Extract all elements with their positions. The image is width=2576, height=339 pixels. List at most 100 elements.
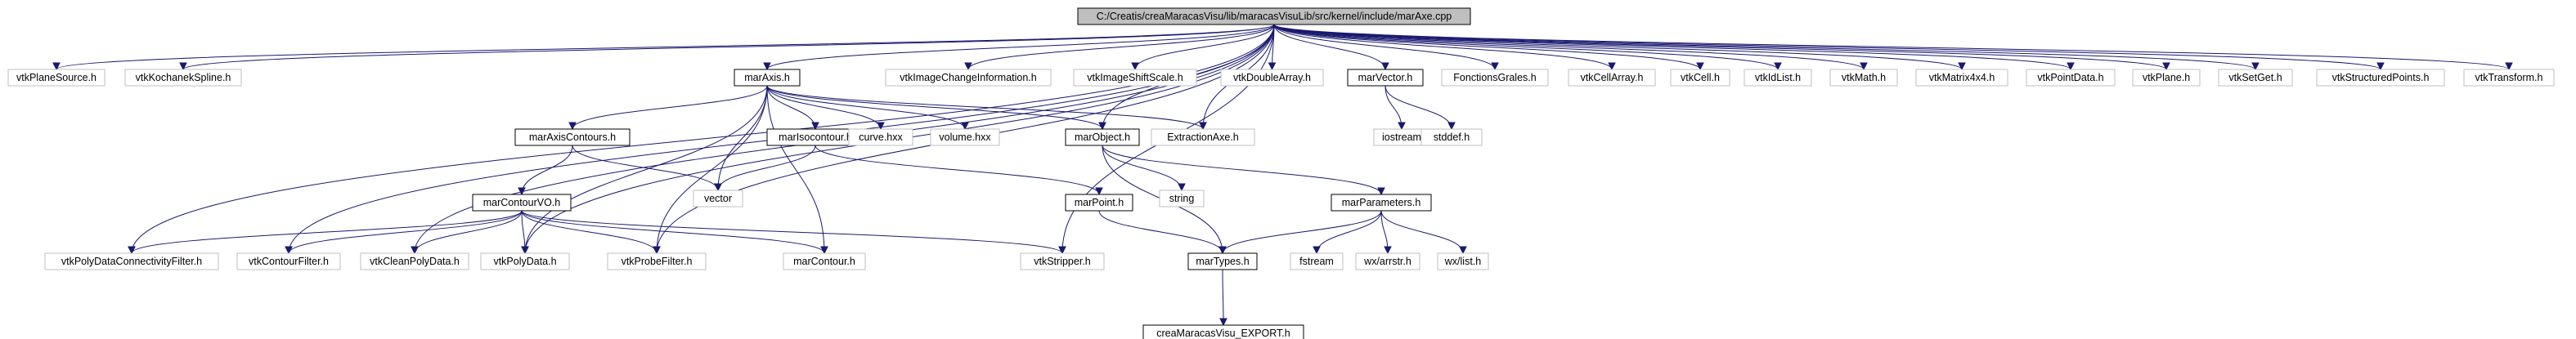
node-layer: C:/Creatis/creaMaracasVisu/lib/maracasVi…	[7, 7, 2555, 339]
node-box	[2316, 69, 2445, 87]
node-box	[885, 69, 1052, 87]
node-label: vtkPolyDataConnectivityFilter.h	[61, 256, 202, 267]
arrowhead	[179, 62, 187, 71]
edge-marParameters-to-fstream	[1316, 210, 1382, 254]
node-label: vtkTransform.h	[2475, 72, 2543, 83]
edge-marAxisContours-to-vector	[572, 145, 719, 191]
edge-root-to-vtkIdList	[1273, 24, 1779, 70]
node-label: creaMaracasVisu_EXPORT.h	[1156, 328, 1290, 339]
node-box	[1142, 324, 1304, 339]
arrowhead	[1313, 246, 1321, 255]
node-vtkCleanPolyData: vtkCleanPolyData.h	[360, 252, 469, 270]
node-label: marPoint.h	[1075, 197, 1124, 208]
node-marIsocontour[interactable]: marIsocontour.h	[766, 128, 864, 146]
arrowhead	[1774, 62, 1782, 71]
node-vtkContourFilter: vtkContourFilter.h	[236, 252, 341, 270]
edge-marVector-to-stddef	[1384, 85, 1452, 130]
node-label: vtkImageShiftScale.h	[1087, 72, 1183, 83]
node-box	[607, 252, 707, 270]
node-label: vtkPolyData.h	[493, 256, 556, 267]
arrowhead	[1268, 62, 1277, 71]
node-label: vtkCellArray.h	[1581, 72, 1644, 83]
arrowhead	[1459, 246, 1467, 255]
arrowhead	[1958, 62, 1966, 71]
node-label: vtkPointData.h	[2037, 72, 2103, 83]
node-marObject[interactable]: marObject.h	[1065, 128, 1140, 146]
edge-marAxis-to-vtkPolyData	[524, 85, 768, 254]
node-creaExport[interactable]: creaMaracasVisu_EXPORT.h	[1142, 324, 1304, 339]
node-label: vtkSetGet.h	[2228, 72, 2282, 83]
node-marAxis[interactable]: marAxis.h	[734, 69, 801, 87]
edge-marAxis-to-vector	[717, 85, 768, 191]
edge-marAxis-to-marObject	[766, 85, 1103, 130]
node-marTypes[interactable]: marTypes.h	[1187, 252, 1258, 270]
edge-marAxis-to-curve	[766, 85, 882, 130]
edge-root-to-vtkPolyDataConnectivityFilter	[131, 24, 1275, 254]
node-box	[930, 128, 1000, 146]
node-box	[1437, 252, 1489, 270]
arrowhead	[1377, 187, 1385, 196]
edge-marAxis-to-marAxisContours	[572, 85, 768, 130]
node-label: vtkImageChangeInformation.h	[900, 72, 1037, 83]
node-label: vtkStripper.h	[1034, 256, 1091, 267]
node-label: volume.hxx	[939, 132, 991, 143]
node-volume: volume.hxx	[930, 128, 1000, 146]
node-box	[1020, 252, 1105, 270]
node-box	[783, 252, 866, 270]
edge-root-to-vtkCell	[1273, 24, 1701, 70]
node-marContourVO[interactable]: marContourVO.h	[472, 194, 572, 212]
edge-root-to-marVector	[1273, 24, 1386, 70]
arrowhead	[1398, 122, 1406, 131]
arrowhead	[1095, 187, 1103, 196]
arrowhead	[2376, 62, 2385, 71]
node-marAxisContours[interactable]: marAxisContours.h	[514, 128, 631, 146]
arrowhead	[1384, 246, 1392, 255]
node-box	[1829, 69, 1898, 87]
edge-marAxis-to-vtkProbeFilter	[656, 85, 768, 254]
node-box	[693, 190, 743, 207]
node-vector: vector	[693, 190, 743, 207]
arrowhead	[1131, 62, 1139, 71]
arrowhead	[820, 246, 828, 255]
node-box	[1568, 69, 1656, 87]
node-stddef: stddef.h	[1420, 128, 1483, 146]
node-fstream: fstream	[1290, 252, 1344, 270]
node-vtkPointData: vtkPointData.h	[2026, 69, 2116, 87]
node-box	[1187, 252, 1258, 270]
node-marContour: marContour.h	[783, 252, 866, 270]
node-label: marIsocontour.h	[779, 132, 852, 143]
node-marVector[interactable]: marVector.h	[1347, 69, 1424, 87]
node-marParameters[interactable]: marParameters.h	[1331, 194, 1432, 212]
node-root[interactable]: C:/Creatis/creaMaracasVisu/lib/maracasVi…	[1077, 7, 1471, 25]
arrowhead	[653, 246, 661, 255]
node-box	[1355, 252, 1420, 270]
edge-root-to-vtkPlane	[1273, 24, 2167, 70]
node-iostream: iostream	[1373, 128, 1430, 146]
arrowhead	[763, 62, 771, 71]
edge-root-to-vtkMath	[1273, 24, 1865, 70]
edge-marObject-to-marParameters	[1102, 145, 1382, 195]
edge-root-to-FonctionsGrales	[1273, 24, 1496, 70]
node-vtkProbeFilter: vtkProbeFilter.h	[607, 252, 707, 270]
edge-root-to-marAxis	[766, 24, 1275, 70]
node-box	[44, 252, 219, 270]
node-box	[1347, 69, 1424, 87]
edge-marContourVO-to-vtkProbeFilter	[521, 210, 657, 254]
arrowhead	[568, 122, 577, 131]
node-box	[480, 252, 570, 270]
arrowhead	[1491, 62, 1499, 71]
node-marPoint[interactable]: marPoint.h	[1065, 194, 1133, 212]
edge-marIsocontour-to-marPoint	[815, 145, 1100, 195]
arrowhead	[521, 246, 529, 255]
node-label: curve.hxx	[859, 132, 903, 143]
node-label: vtkMatrix4x4.h	[1929, 72, 1995, 83]
node-vtkMath: vtkMath.h	[1829, 69, 1898, 87]
edge-root-to-vtkKochanekSpline	[182, 24, 1275, 70]
node-label: string	[1169, 193, 1195, 204]
node-box	[1065, 128, 1140, 146]
arrowhead	[1608, 62, 1616, 71]
arrowhead	[2505, 62, 2513, 71]
node-label: vtkIdList.h	[1755, 72, 1801, 83]
edge-root-to-vtkImageChangeInformation	[967, 24, 1275, 70]
